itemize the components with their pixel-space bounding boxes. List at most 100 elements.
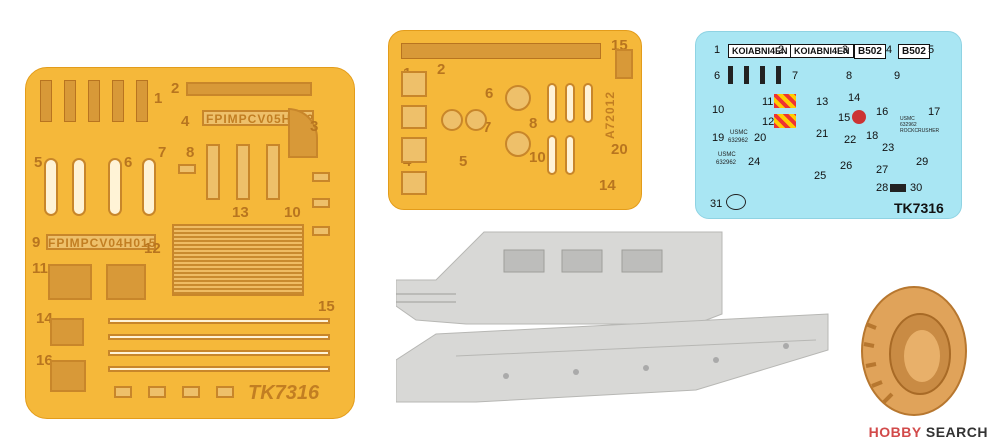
resin-tire bbox=[861, 286, 967, 416]
etch-box bbox=[401, 71, 427, 97]
decal-number: 30 bbox=[910, 182, 923, 194]
usmc-decal: USMC bbox=[900, 116, 915, 122]
hazard-stripe-decal bbox=[774, 114, 796, 128]
etch-bracket bbox=[50, 360, 86, 392]
etch-ring bbox=[465, 109, 487, 131]
part-number: 8 bbox=[529, 115, 538, 132]
part-number: 4 bbox=[181, 113, 190, 130]
decal-number: 29 bbox=[916, 156, 929, 168]
emblem-decal bbox=[852, 110, 866, 124]
plastic-hull-upper bbox=[396, 231, 723, 325]
decal-number: 21 bbox=[816, 128, 829, 140]
decal-block bbox=[890, 184, 906, 192]
decal-number: 14 bbox=[848, 92, 861, 104]
part-number: 3 bbox=[310, 118, 319, 135]
part-number: 8 bbox=[186, 144, 195, 161]
decal-number: 5 bbox=[928, 44, 935, 56]
etch-strip bbox=[64, 80, 76, 122]
decal-number: 19 bbox=[712, 132, 725, 144]
decal-number: 26 bbox=[840, 160, 853, 172]
fret-brand: TK7316 bbox=[248, 382, 320, 404]
etch-bar bbox=[186, 82, 312, 96]
etch-ring bbox=[505, 85, 531, 111]
etch-tab bbox=[312, 198, 330, 208]
decal-number: 20 bbox=[754, 132, 767, 144]
plastic-hull-lower bbox=[396, 313, 829, 403]
etch-tab bbox=[615, 49, 633, 79]
usmc-decal: USMC bbox=[730, 130, 748, 136]
fret-engraving: A72012 bbox=[603, 91, 617, 140]
decal-number: 25 bbox=[814, 170, 827, 182]
decal-number: 18 bbox=[866, 130, 879, 142]
decal-number: 24 bbox=[748, 156, 761, 168]
etch-box bbox=[401, 137, 427, 163]
etch-tab bbox=[236, 144, 250, 200]
decal-strip bbox=[760, 66, 765, 84]
etch-panel bbox=[48, 264, 92, 300]
part-number: 6 bbox=[124, 154, 133, 171]
decal-number: 31 bbox=[710, 198, 723, 210]
decal-number: 8 bbox=[846, 70, 853, 82]
etch-strip bbox=[136, 80, 148, 122]
etch-tab bbox=[206, 144, 220, 200]
part-number: 10 bbox=[284, 204, 301, 221]
decal-strip bbox=[728, 66, 733, 84]
part-number: 1 bbox=[154, 90, 163, 107]
etch-bracket bbox=[50, 318, 84, 346]
etch-curl bbox=[565, 83, 575, 123]
decal-strip bbox=[744, 66, 749, 84]
photo-etch-fret-small: 1 2 3 4 5 6 7 8 10 14 15 20 A72012 bbox=[388, 30, 642, 210]
part-number: 9 bbox=[32, 234, 41, 251]
part-number: 15 bbox=[318, 298, 335, 315]
part-number: 2 bbox=[171, 80, 180, 97]
decal-number: 1 bbox=[714, 44, 721, 56]
etch-bar bbox=[401, 43, 601, 59]
decal-number: 3 bbox=[842, 44, 849, 56]
etch-rod bbox=[108, 334, 330, 340]
part-number: 13 bbox=[232, 204, 249, 221]
part-number: 12 bbox=[144, 240, 161, 257]
watermark-logo: HOBBY bbox=[868, 424, 922, 440]
part-number: 10 bbox=[529, 149, 546, 166]
photo-etch-fret-large: 1 2 4 FPIMPCV05H162 3 5 6 7 8 9 FPIMPCV0… bbox=[25, 67, 355, 419]
decal-number: 22 bbox=[844, 134, 857, 146]
decal-number: 4 bbox=[886, 44, 893, 56]
etch-claw bbox=[108, 158, 122, 216]
etch-box bbox=[401, 105, 427, 129]
etch-tab bbox=[148, 386, 166, 398]
decal-number: 10 bbox=[712, 104, 725, 116]
usmc-number-decal: 632962 bbox=[900, 122, 917, 128]
decal-number: 12 bbox=[762, 116, 775, 128]
etch-tab bbox=[312, 172, 330, 182]
etch-strip bbox=[40, 80, 52, 122]
etch-strip bbox=[112, 80, 124, 122]
decal-number: 6 bbox=[714, 70, 721, 82]
decal-number: 16 bbox=[876, 106, 889, 118]
decal-number: 13 bbox=[816, 96, 829, 108]
etch-rod bbox=[108, 318, 330, 324]
etch-claw bbox=[142, 158, 156, 216]
etch-curl bbox=[565, 135, 575, 175]
decal-number: 7 bbox=[792, 70, 799, 82]
etch-panel bbox=[106, 264, 146, 300]
etch-plate bbox=[46, 234, 156, 250]
part-number: 14 bbox=[599, 177, 616, 194]
fret-engraving: FPIMPCV04H015 bbox=[48, 236, 157, 250]
etch-mesh bbox=[172, 224, 304, 296]
etch-ring bbox=[505, 131, 531, 157]
part-number: 2 bbox=[437, 61, 446, 78]
part-number: 16 bbox=[36, 352, 53, 369]
decal-number: 15 bbox=[838, 112, 851, 124]
decal-label: KOIABNI4EN bbox=[728, 44, 792, 58]
usmc-decal: USMC bbox=[718, 152, 736, 158]
part-number: 14 bbox=[36, 310, 53, 327]
decal-brand: TK7316 bbox=[894, 200, 944, 216]
etch-plate bbox=[202, 110, 314, 126]
etch-tab bbox=[114, 386, 132, 398]
hazard-stripe-decal bbox=[774, 94, 796, 108]
part-number: 5 bbox=[34, 154, 43, 171]
decal-label: KOIABNI4EN bbox=[790, 44, 854, 58]
part-number: 7 bbox=[483, 119, 492, 136]
part-number: 7 bbox=[158, 144, 167, 161]
etch-claw bbox=[72, 158, 86, 216]
